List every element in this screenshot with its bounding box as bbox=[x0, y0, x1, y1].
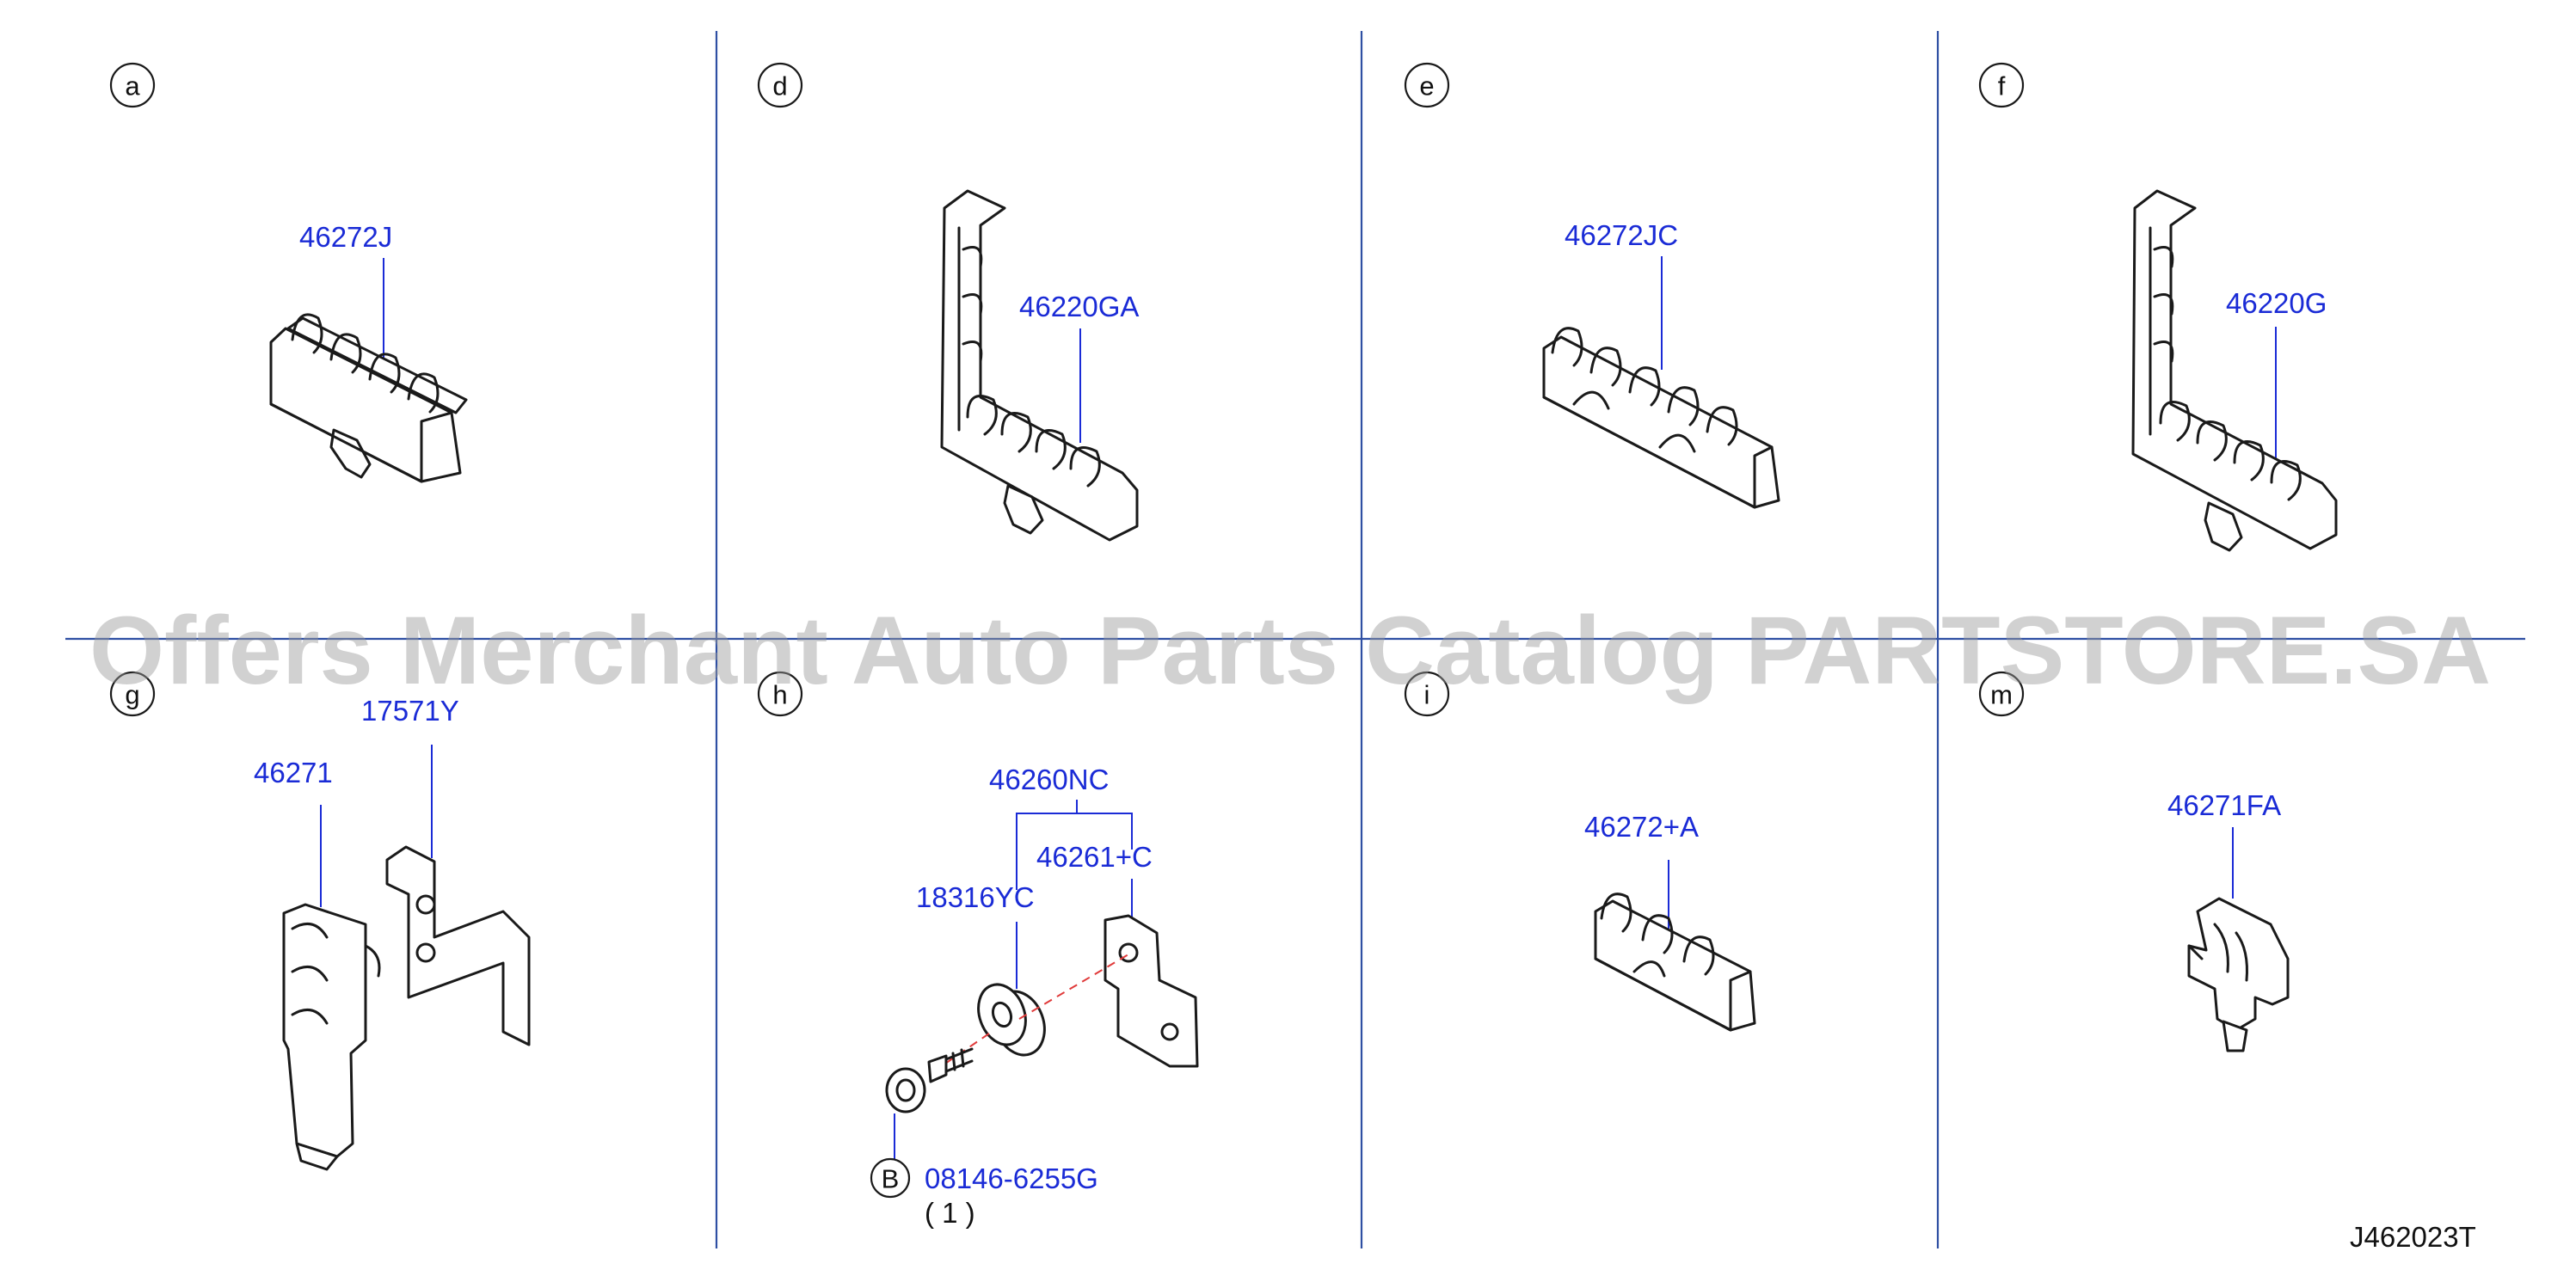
bracket-17571Y-drawing bbox=[385, 845, 531, 1046]
part-46272JC-label[interactable]: 46272JC bbox=[1565, 219, 1678, 251]
section-m: m 46271FA bbox=[1978, 671, 2290, 1052]
clip-46272J-drawing bbox=[269, 313, 468, 483]
grid-dividers bbox=[65, 31, 2525, 1248]
section-g-letter: g bbox=[125, 680, 139, 710]
section-g: g 17571Y 46271 bbox=[109, 671, 531, 1171]
section-d-marker bbox=[757, 62, 803, 108]
part-18316YC-label[interactable]: 18316YC bbox=[916, 881, 1035, 913]
part-46260NC-label[interactable]: 46260NC bbox=[989, 764, 1109, 795]
clip-46271FA-drawing bbox=[2187, 897, 2290, 1052]
section-f: f 46220G bbox=[1978, 62, 2338, 552]
part-17571Y-label[interactable]: 17571Y bbox=[361, 695, 459, 727]
section-e-marker bbox=[1404, 62, 1450, 108]
clip-46272JC-drawing bbox=[1542, 327, 1780, 509]
bracket-46220G-drawing bbox=[2131, 189, 2338, 552]
part-46220GA-label[interactable]: 46220GA bbox=[1019, 291, 1139, 322]
part-46271-label[interactable]: 46271 bbox=[254, 757, 333, 788]
section-d-letter: d bbox=[772, 71, 787, 101]
part-46272A-label[interactable]: 46272+A bbox=[1584, 811, 1699, 843]
clip-46271-drawing bbox=[282, 903, 381, 1171]
part-46220G-label[interactable]: 46220G bbox=[2226, 287, 2327, 319]
section-i: i 46272+A bbox=[1404, 671, 1756, 1032]
bolt-mark-circle bbox=[870, 1157, 911, 1199]
section-f-marker bbox=[1978, 62, 2025, 108]
part-46272J-label[interactable]: 46272J bbox=[299, 221, 392, 253]
part-46271FA-label[interactable]: 46271FA bbox=[2167, 789, 2281, 821]
section-a-marker bbox=[109, 62, 156, 108]
bracket-46261C-drawing bbox=[1104, 914, 1199, 1068]
bolt-mark-letter: B bbox=[882, 1164, 900, 1194]
section-m-marker bbox=[1978, 671, 2025, 717]
watermark-text: Offers Merchant Auto Parts Catalog PARTS… bbox=[89, 597, 2491, 704]
bolt-08146-6255G-drawing bbox=[885, 1047, 974, 1113]
section-h-letter: h bbox=[772, 680, 787, 710]
section-e-letter: e bbox=[1419, 71, 1434, 101]
section-f-letter: f bbox=[1998, 71, 2006, 101]
section-a: a 46272J bbox=[109, 62, 468, 483]
section-i-marker bbox=[1404, 671, 1450, 717]
diagram-code: J462023T bbox=[2350, 1221, 2476, 1253]
bracket-46220GA-drawing bbox=[940, 189, 1139, 542]
section-g-marker bbox=[109, 671, 156, 717]
grommet-18316YC-drawing bbox=[977, 983, 1046, 1057]
section-h: h 46260NC 46261+C 18316YC B 08146-6255G … bbox=[757, 671, 1199, 1229]
clip-46272A-drawing bbox=[1594, 893, 1756, 1032]
section-i-letter: i bbox=[1424, 680, 1430, 710]
section-e: e 46272JC bbox=[1404, 62, 1780, 509]
part-08146-6255G-label[interactable]: 08146-6255G bbox=[925, 1163, 1098, 1194]
section-m-letter: m bbox=[1990, 680, 2013, 710]
part-46261C-label[interactable]: 46261+C bbox=[1036, 841, 1153, 873]
bolt-quantity: ( 1 ) bbox=[925, 1197, 975, 1229]
section-d: d 46220GA bbox=[757, 62, 1139, 542]
section-a-letter: a bbox=[125, 71, 140, 101]
section-h-marker bbox=[757, 671, 803, 717]
